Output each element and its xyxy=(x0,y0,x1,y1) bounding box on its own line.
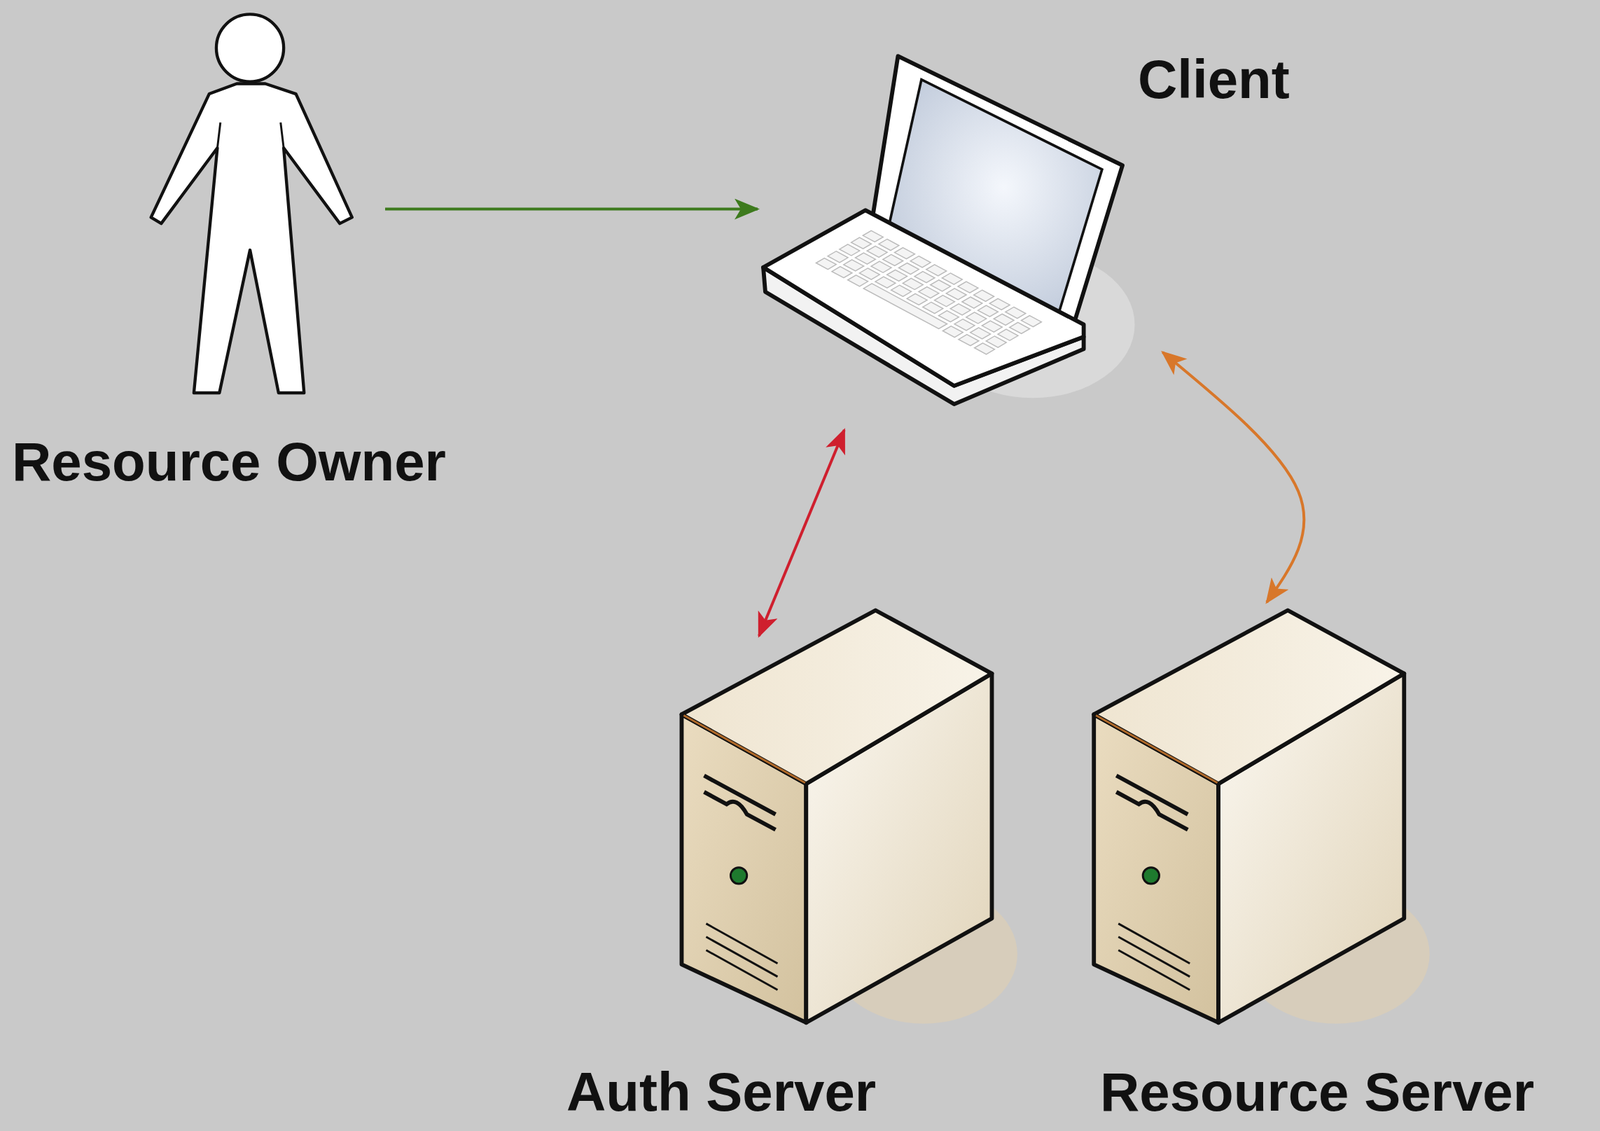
keyboard-key xyxy=(859,268,880,280)
keyboard-key xyxy=(866,245,888,257)
server-figure xyxy=(681,609,1017,1024)
keyboard-key xyxy=(902,277,923,290)
keyboard-key xyxy=(914,271,935,283)
keyboard-key xyxy=(981,320,1003,332)
keyboard-key xyxy=(962,296,983,309)
keyboard-key xyxy=(891,284,912,297)
keyboard-key xyxy=(878,238,900,250)
keyboard-key xyxy=(993,313,1014,325)
keyboard-key xyxy=(958,334,979,346)
keyboard-key xyxy=(974,289,995,302)
keyboard-key xyxy=(831,266,853,278)
keyboard-key xyxy=(945,288,967,300)
keyboard-key xyxy=(827,251,848,263)
keyboard-key xyxy=(938,310,959,323)
keyboard-key xyxy=(950,303,971,316)
server-figure xyxy=(1093,609,1430,1024)
keyboard-key xyxy=(1005,306,1026,318)
node-label: Auth Server xyxy=(566,1064,876,1119)
keyboard-key xyxy=(910,256,931,268)
keyboard-key xyxy=(906,293,928,305)
keyboard-key xyxy=(954,319,975,331)
keyboard-key xyxy=(942,326,963,338)
connector-arrow xyxy=(1162,352,1304,603)
keyboard-key xyxy=(1020,315,1042,328)
resource-server-node: Resource Server xyxy=(1092,607,1422,1023)
node-label: Client xyxy=(1137,51,1290,107)
keyboard-key xyxy=(882,254,904,266)
keyboard-key xyxy=(815,258,837,270)
keyboard-key xyxy=(978,305,999,317)
keyboard-key xyxy=(957,281,979,293)
keyboard-key xyxy=(970,327,991,339)
keyboard-key xyxy=(851,237,872,249)
node-label: Resource Server xyxy=(1100,1064,1535,1119)
keyboard-key xyxy=(898,263,919,275)
connector-arrow xyxy=(385,207,758,211)
keyboard-key xyxy=(862,230,883,242)
keyboard-key xyxy=(839,244,860,256)
auth-server-node: Auth Server xyxy=(679,607,1012,1023)
connector-arrow xyxy=(759,429,845,636)
keyboard-key xyxy=(1009,322,1031,334)
keyboard-key xyxy=(985,336,1007,348)
keyboard-key xyxy=(926,264,947,276)
keyboard-key xyxy=(894,247,916,260)
laptop-figure xyxy=(763,56,1135,405)
keyboard-key xyxy=(922,301,944,313)
resource-owner-node: Resource Owner xyxy=(147,7,358,396)
person-figure xyxy=(151,14,353,393)
client-node: Client xyxy=(761,54,1137,405)
keyboard-key xyxy=(941,273,963,285)
keyboard-key xyxy=(989,298,1010,310)
keyboard-key xyxy=(966,312,987,324)
keyboard-key xyxy=(934,295,956,307)
keyboard-key xyxy=(875,276,896,288)
keyboard-key xyxy=(863,283,947,330)
keyboard-key xyxy=(847,275,869,287)
keyboard-key xyxy=(854,252,876,264)
keyboard-key xyxy=(997,329,1019,341)
keyboard-key xyxy=(843,259,865,271)
keyboard-key xyxy=(918,287,939,299)
keyboard-key xyxy=(930,280,951,292)
keyboard-key xyxy=(871,261,892,273)
keyboard-key xyxy=(887,269,908,281)
keyboard-key xyxy=(974,343,996,355)
node-label: Resource Owner xyxy=(11,434,447,489)
